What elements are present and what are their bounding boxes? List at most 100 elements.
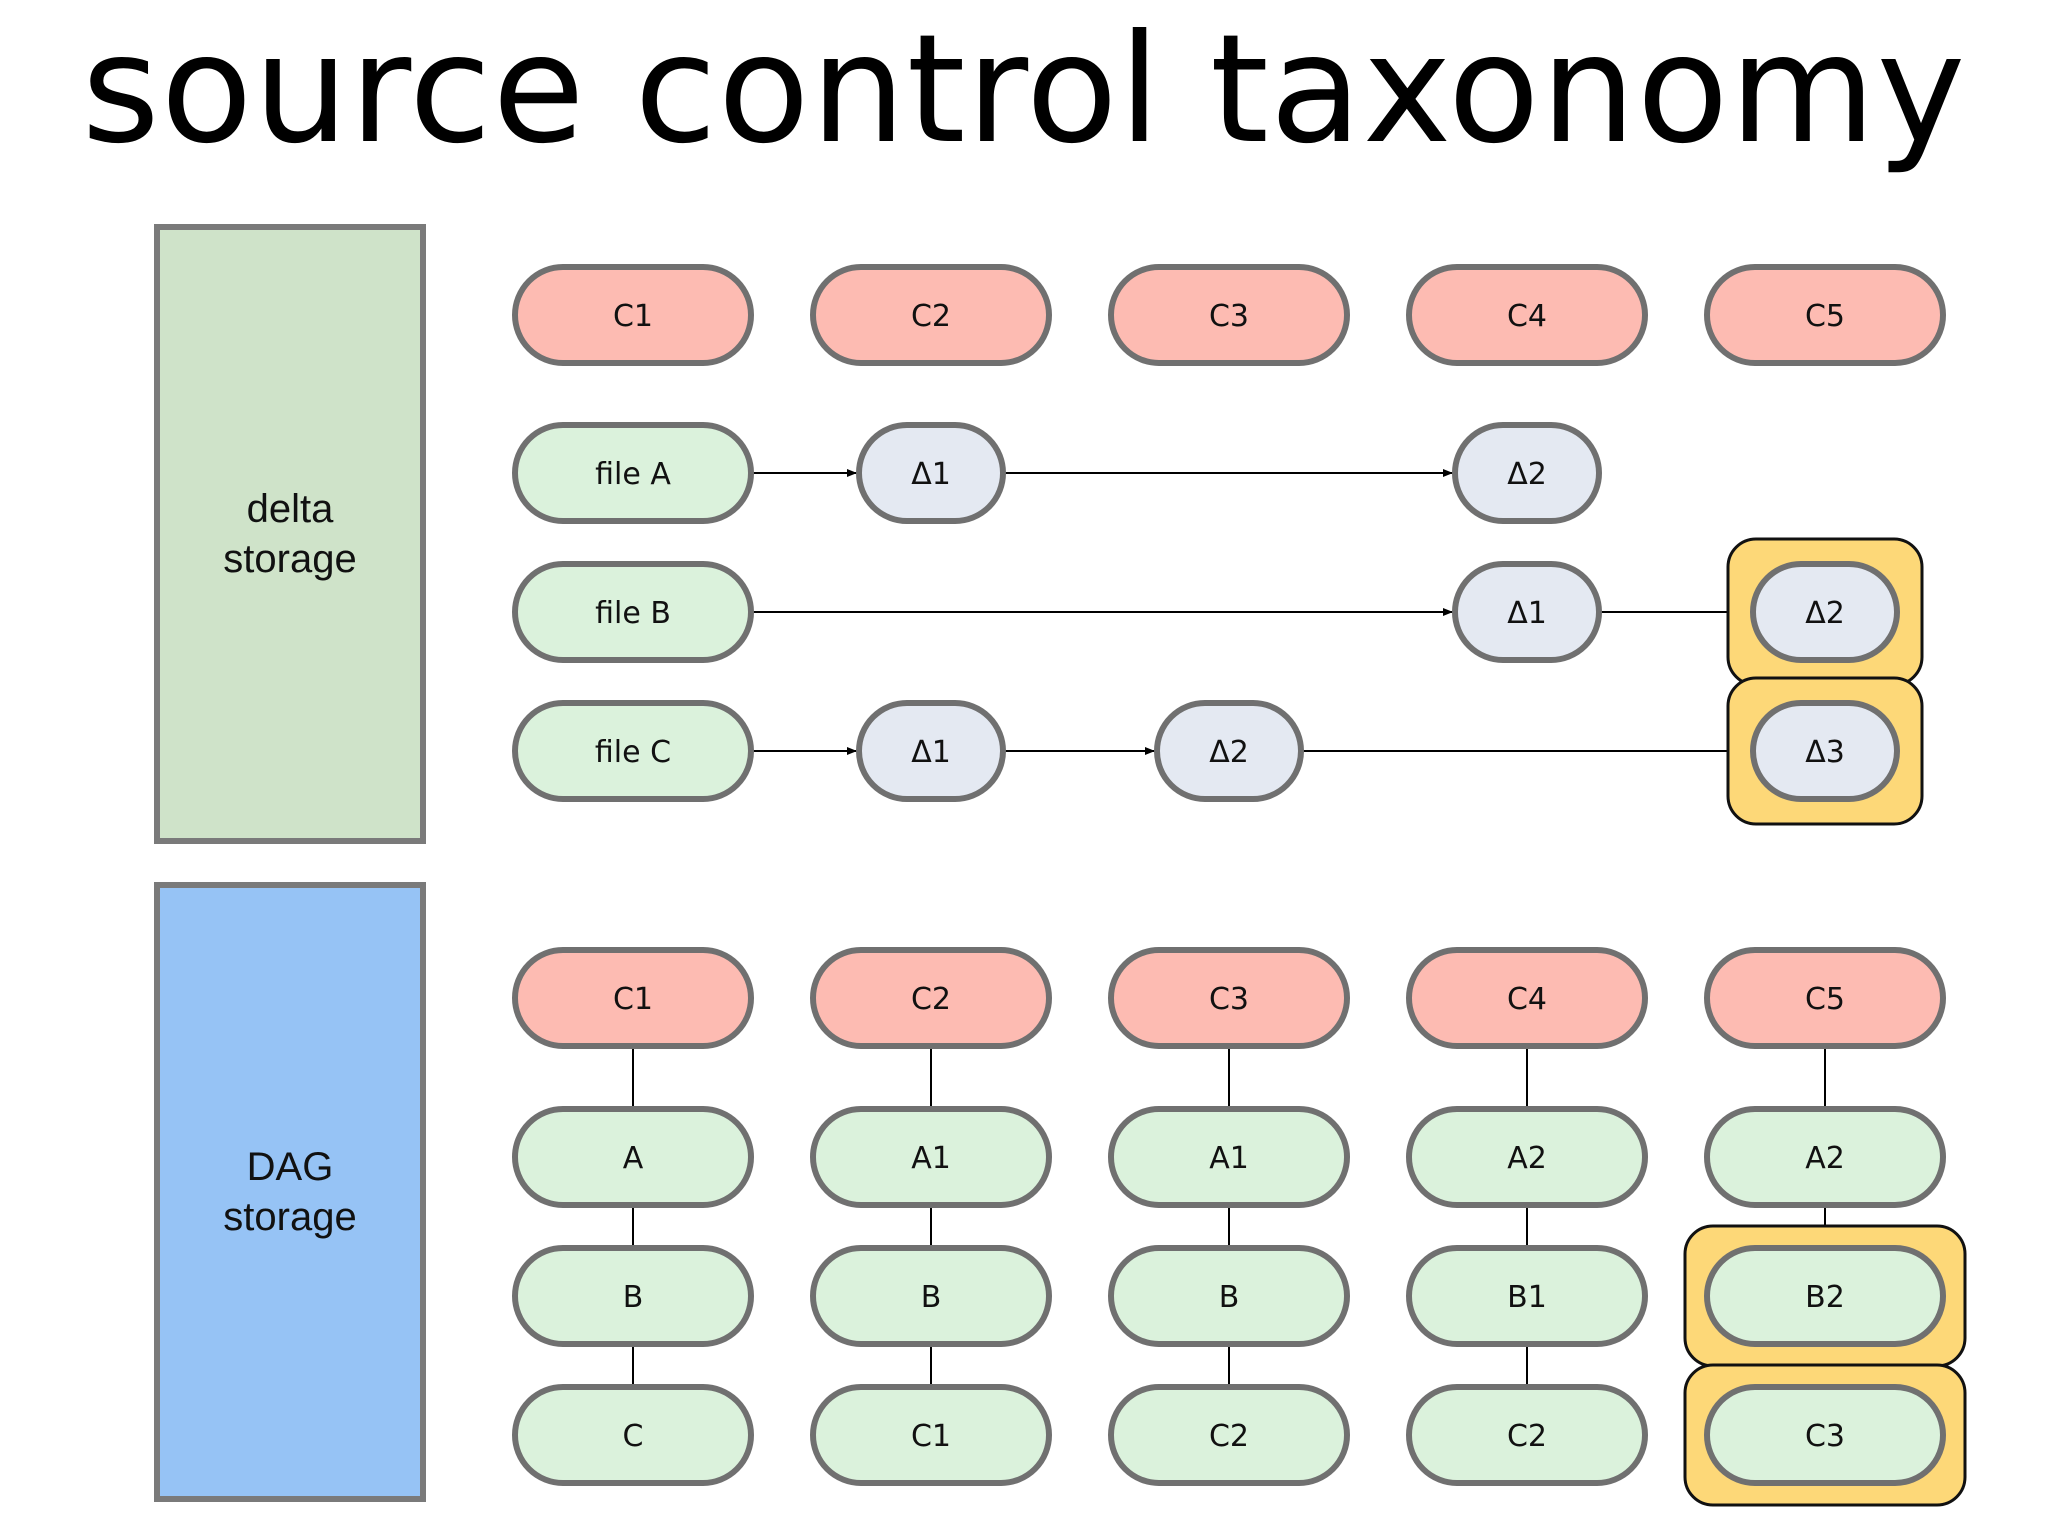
delta-storage-label-line2: storage xyxy=(223,537,357,581)
delta-node-file2-2: Δ2 xyxy=(1726,537,1924,687)
delta-commit-C4: C4 xyxy=(1406,264,1648,366)
dag-node-col5-row2-label: B2 xyxy=(1805,1280,1845,1315)
dag-node-col3-row3-shape xyxy=(1108,1384,1350,1486)
delta-commit-C4-shape xyxy=(1406,264,1648,366)
delta-node-file2-2-shape xyxy=(1750,561,1900,663)
dag-node-col5-row1-label: A2 xyxy=(1805,1141,1845,1176)
dag-node-col2-row2-shape xyxy=(810,1245,1052,1347)
dag-node-col3-row2: B xyxy=(1108,1245,1350,1347)
delta-node-file3-1: Δ1 xyxy=(856,700,1006,802)
dag-node-col1-row3-label: C xyxy=(623,1419,644,1454)
delta-commit-C3: C3 xyxy=(1108,264,1350,366)
dag-commit-C2-shape xyxy=(810,947,1052,1049)
dag-commit-C2-label: C2 xyxy=(911,982,951,1017)
delta-node-file1-1: Δ1 xyxy=(856,422,1006,524)
delta-node-file1-2-label: Δ2 xyxy=(1507,457,1547,492)
dag-node-col5-row2: B2 xyxy=(1683,1224,1967,1368)
delta-node-file1-2-shape xyxy=(1452,422,1602,524)
delta-commit-C2: C2 xyxy=(810,264,1052,366)
delta-node-file3-1-label: Δ1 xyxy=(911,735,951,770)
delta-commit-C2-shape xyxy=(810,264,1052,366)
delta-node-file3-1-shape xyxy=(856,700,1006,802)
dag-node-col1-row2: B xyxy=(512,1245,754,1347)
dag-node-col4-row2: B1 xyxy=(1406,1245,1648,1347)
dag-storage-label-line2: storage xyxy=(223,1195,357,1239)
dag-node-col3-row3-label: C2 xyxy=(1209,1419,1249,1454)
dag-node-col3-row1-shape xyxy=(1108,1106,1350,1208)
dag-commit-C3: C3 xyxy=(1108,947,1350,1049)
delta-storage-label-line1: delta xyxy=(246,487,334,531)
dag-node-col2-row1: A1 xyxy=(810,1106,1052,1208)
dag-node-col4-row3-shape xyxy=(1406,1384,1648,1486)
delta-commit-C3-shape xyxy=(1108,264,1350,366)
dag-commit-C4: C4 xyxy=(1406,947,1648,1049)
dag-node-col3-row2-label: B xyxy=(1219,1280,1240,1315)
dag-commit-C5: C5 xyxy=(1704,947,1946,1049)
slide-title: source control taxonomy xyxy=(81,3,1967,177)
dag-commit-C5-shape xyxy=(1704,947,1946,1049)
dag-node-col2-row3-shape xyxy=(810,1384,1052,1486)
dag-commit-C3-shape xyxy=(1108,947,1350,1049)
dag-node-col3-row1: A1 xyxy=(1108,1106,1350,1208)
dag-node-col4-row2-label: B1 xyxy=(1507,1280,1547,1315)
delta-node-file1-2: Δ2 xyxy=(1452,422,1602,524)
dag-node-col3-row1-label: A1 xyxy=(1209,1141,1249,1176)
dag-storage-label-line1: DAG xyxy=(246,1145,334,1189)
dag-node-col2-row3: C1 xyxy=(810,1384,1052,1486)
dag-node-col4-row1: A2 xyxy=(1406,1106,1648,1208)
delta-node-file1-1-label: Δ1 xyxy=(911,457,951,492)
dag-commit-C5-label: C5 xyxy=(1805,982,1845,1017)
delta-node-file2-1-shape xyxy=(1452,561,1602,663)
delta-node-file3-2-label: Δ2 xyxy=(1209,735,1249,770)
delta-node-file3-2-shape xyxy=(1154,700,1304,802)
dag-node-col1-row3-shape xyxy=(512,1384,754,1486)
delta-commit-C2-label: C2 xyxy=(911,299,951,334)
dag-node-col1-row1-shape xyxy=(512,1106,754,1208)
dag-node-col2-row3-label: C1 xyxy=(911,1419,951,1454)
dag-node-col5-row1-shape xyxy=(1704,1106,1946,1208)
dag-commit-C4-label: C4 xyxy=(1507,982,1547,1017)
delta-node-file3-3-label: Δ3 xyxy=(1805,735,1845,770)
dag-node-col4-row3: C2 xyxy=(1406,1384,1648,1486)
delta-storage-box: delta storage xyxy=(154,224,426,844)
delta-commit-C5-shape xyxy=(1704,264,1946,366)
dag-node-col1-row2-label: B xyxy=(623,1280,644,1315)
dag-node-col5-row3: C3 xyxy=(1683,1363,1967,1507)
dag-commit-C1-label: C1 xyxy=(613,982,653,1017)
dag-node-col5-row1: A2 xyxy=(1704,1106,1946,1208)
dag-storage-box: DAG storage xyxy=(154,882,426,1502)
file-node-1-shape xyxy=(512,422,754,524)
delta-commit-C3-label: C3 xyxy=(1209,299,1249,334)
delta-commit-C1-shape xyxy=(512,264,754,366)
dag-commit-C4-shape xyxy=(1406,947,1648,1049)
dag-node-col5-row3-label: C3 xyxy=(1805,1419,1845,1454)
file-node-3-shape xyxy=(512,700,754,802)
dag-node-col1-row2-shape xyxy=(512,1245,754,1347)
delta-commit-C1-label: C1 xyxy=(613,299,653,334)
dag-commit-C1: C1 xyxy=(512,947,754,1049)
delta-node-file1-1-shape xyxy=(856,422,1006,524)
delta-commit-C5-label: C5 xyxy=(1805,299,1845,334)
dag-node-col1-row1: A xyxy=(512,1106,754,1208)
dag-node-col2-row1-label: A1 xyxy=(911,1141,951,1176)
dag-commit-C1-shape xyxy=(512,947,754,1049)
dag-node-col4-row2-shape xyxy=(1406,1245,1648,1347)
delta-node-file3-2: Δ2 xyxy=(1154,700,1304,802)
delta-commit-C1: C1 xyxy=(512,264,754,366)
dag-node-col2-row2: B xyxy=(810,1245,1052,1347)
dag-node-col4-row3-label: C2 xyxy=(1507,1419,1547,1454)
dag-commit-C2: C2 xyxy=(810,947,1052,1049)
delta-node-file3-3-shape xyxy=(1750,700,1900,802)
dag-commit-C3-label: C3 xyxy=(1209,982,1249,1017)
delta-commit-C4-label: C4 xyxy=(1507,299,1547,334)
delta-node-file2-1: Δ1 xyxy=(1452,561,1602,663)
file-node-1-label: file A xyxy=(595,457,671,492)
delta-commit-C5: C5 xyxy=(1704,264,1946,366)
file-node-2-shape xyxy=(512,561,754,663)
dag-node-col2-row1-shape xyxy=(810,1106,1052,1208)
dag-node-col1-row1-label: A xyxy=(623,1141,644,1176)
file-node-3: file C xyxy=(512,700,754,802)
dag-node-col4-row1-label: A2 xyxy=(1507,1141,1547,1176)
